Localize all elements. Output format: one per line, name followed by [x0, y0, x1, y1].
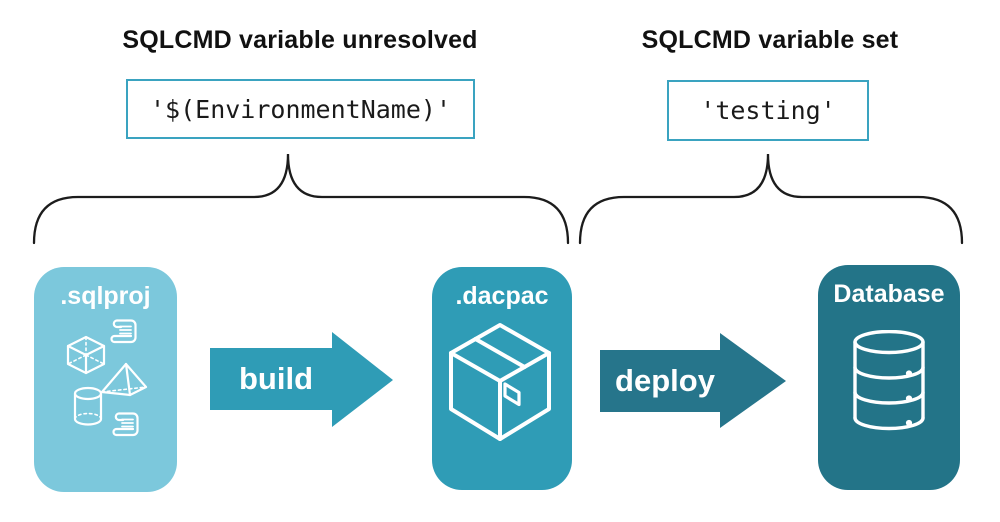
build-arrow-label: build: [238, 361, 314, 396]
build-arrow: [210, 332, 393, 427]
node-database: Database: [818, 265, 960, 490]
left-curly-brace: [32, 153, 570, 245]
package-box-icon: [449, 323, 551, 441]
node-database-label: Database: [833, 280, 945, 308]
script-scroll-icon: [112, 412, 139, 437]
database-cylinder-icon: [853, 330, 925, 431]
code-box-testing-value: 'testing': [667, 80, 869, 141]
sql-project-objects-icon: [66, 319, 148, 437]
script-scroll-icon: [110, 319, 137, 344]
cube-icon: [66, 335, 106, 375]
node-dacpac-label: .dacpac: [455, 282, 549, 310]
code-box-environment-variable: '$(EnvironmentName)': [126, 79, 475, 139]
code-testing-value: 'testing': [700, 96, 836, 125]
deploy-arrow: [600, 333, 786, 428]
pyramid-icon: [100, 362, 148, 397]
deploy-arrow-label: deploy: [615, 363, 715, 398]
node-dacpac: .dacpac: [432, 267, 572, 490]
cylinder-icon: [73, 386, 103, 426]
right-curly-brace: [578, 153, 964, 245]
heading-sqlcmd-set: SQLCMD variable set: [641, 26, 899, 54]
code-environment-variable: '$(EnvironmentName)': [149, 94, 452, 124]
node-sqlproj: .sqlproj: [34, 267, 177, 492]
node-sqlproj-label: .sqlproj: [60, 282, 151, 310]
heading-sqlcmd-unresolved: SQLCMD variable unresolved: [122, 26, 478, 54]
